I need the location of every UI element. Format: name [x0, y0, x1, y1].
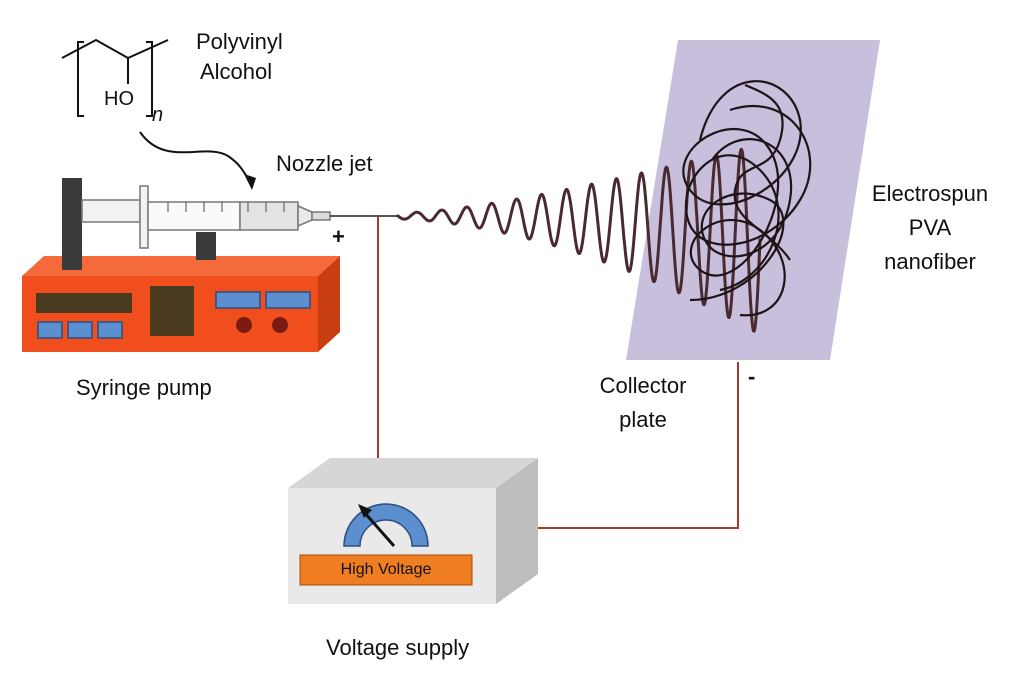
circuit-wires [377, 216, 739, 529]
pump-button-4[interactable] [215, 291, 261, 309]
fiber-label-line2: PVA [908, 215, 952, 240]
nozzle-jet-label: Nozzle jet [276, 151, 373, 176]
syringe-barrel-fluid [239, 201, 299, 231]
syringe-barrel-empty [147, 201, 241, 231]
high-voltage-label: High Voltage [340, 561, 432, 578]
polymer-name-line2: Alcohol [200, 59, 273, 84]
pva-structure [61, 38, 169, 117]
wire-negative [538, 362, 739, 529]
nanofiber-mat [682, 80, 812, 317]
syringe-pump [22, 178, 340, 352]
voltage-supply-box [288, 458, 538, 604]
arrow-head-icon [244, 174, 256, 190]
high-voltage-bar [299, 554, 473, 586]
fiber-label-line3: nanofiber [884, 249, 976, 274]
syringe-tip [297, 204, 313, 228]
gauge-needle-head-icon [358, 504, 372, 518]
collector-label-line2: plate [619, 407, 667, 432]
polymer-name-line1: Polyvinyl [196, 29, 283, 54]
pump-screen [150, 286, 194, 336]
feed-arrow [139, 131, 256, 190]
pump-button-3[interactable] [97, 321, 123, 339]
negative-terminal: - [748, 364, 756, 389]
syringe-scale [167, 202, 285, 212]
pump-knob-2[interactable] [272, 317, 288, 333]
pump-pusher [62, 178, 82, 270]
collector-plate [626, 40, 880, 360]
syringe-plunger-rod [81, 199, 141, 223]
fiber-label-line1: Electrospun [871, 181, 989, 206]
pump-clamp [196, 232, 216, 260]
bracket-left [77, 41, 84, 117]
syringe [81, 185, 398, 249]
positive-terminal: + [332, 224, 345, 249]
pump-button-1[interactable] [37, 321, 63, 339]
hydroxyl-group: HO [104, 88, 134, 110]
fiber-jet-spiral [396, 147, 762, 333]
pump-top-face [22, 256, 340, 276]
pump-knob-1[interactable] [236, 317, 252, 333]
collector-label-line1: Collector [599, 373, 687, 398]
repeat-subscript: n [152, 104, 164, 126]
gauge-needle [362, 511, 396, 547]
voltage-supply-label: Voltage supply [326, 635, 470, 660]
syringe-flange [139, 185, 149, 249]
bracket-right [146, 41, 153, 117]
polymer-backbone [61, 38, 169, 60]
pump-side-face [318, 256, 340, 352]
syringe-needle-hub [311, 211, 331, 221]
box-side-face [496, 458, 538, 604]
pump-button-5[interactable] [265, 291, 311, 309]
box-top-face [288, 458, 538, 488]
pump-display [36, 293, 132, 313]
syringe-pump-label: Syringe pump [76, 375, 212, 400]
pump-button-2[interactable] [67, 321, 93, 339]
